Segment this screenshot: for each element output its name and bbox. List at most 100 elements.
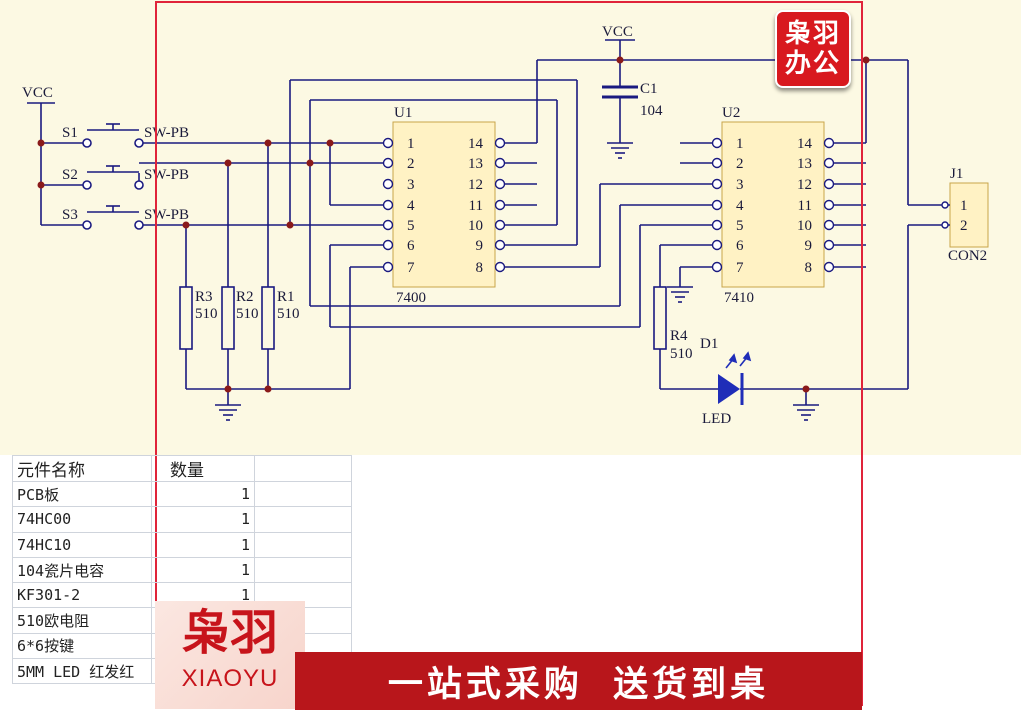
u1-pin-label-left: 4	[407, 198, 415, 214]
r4-ref: R4	[670, 328, 688, 344]
u1-pin-label-right: 8	[476, 260, 484, 276]
u2-pin-label-right: 9	[805, 238, 813, 254]
u1-pin-circle-left	[382, 239, 394, 251]
bom-item-qty: 1	[151, 480, 255, 508]
bom-cell-empty	[254, 455, 352, 482]
junctions	[37, 56, 870, 393]
bom-item-qty: 1	[151, 506, 255, 533]
u2-pin-circle-left	[711, 137, 723, 149]
bom-header-name: 元件名称	[12, 455, 152, 482]
u1-pin-circle-right	[494, 219, 506, 231]
r3-ref: R3	[195, 289, 213, 305]
u1-body	[392, 121, 496, 288]
u2-body	[721, 121, 825, 288]
u2-pin-circle-left	[711, 261, 723, 273]
s3-value: SW-PB	[144, 207, 189, 223]
capacitor-c1	[602, 85, 638, 99]
u2-pin-label-left: 2	[736, 156, 744, 172]
promo-banner: 一站式采购 送货到桌	[295, 652, 862, 710]
bom-cell-empty	[254, 531, 352, 558]
u2-pin-circle-left	[711, 239, 723, 251]
j1-ref: J1	[950, 166, 963, 182]
s2-value: SW-PB	[144, 167, 189, 183]
u1-pin-label-left: 2	[407, 156, 415, 172]
u2-pin-label-left: 4	[736, 198, 744, 214]
u1-pin-circle-left	[382, 137, 394, 149]
r4-value: 510	[670, 346, 693, 362]
u1-pin-label-right: 9	[476, 238, 484, 254]
u2-pin-label-left: 5	[736, 218, 744, 234]
wires	[27, 39, 950, 405]
bom-header-qty: 数量	[151, 455, 255, 482]
u2-part: 7410	[724, 290, 754, 306]
u2-pin-label-right: 8	[805, 260, 813, 276]
u1-pin-circle-left	[382, 199, 394, 211]
u2-pin-label-right: 14	[797, 136, 813, 152]
u1-pin-label-right: 13	[468, 156, 483, 172]
switches	[82, 123, 144, 230]
bom-cell-empty	[254, 556, 352, 584]
bom-item-qty: 1	[151, 556, 255, 584]
vcc-label-left: VCC	[22, 85, 53, 101]
bom-cell-empty	[254, 506, 352, 533]
u2-pin-label-left: 7	[736, 260, 744, 276]
u2-pin-label-left: 1	[736, 136, 744, 152]
u1-pin-circle-right	[494, 239, 506, 251]
s2-ref: S2	[62, 167, 78, 183]
schematic-diagram: VCC VCC S1 SW-PB S2 SW-PB S3 SW-PB R3 51…	[22, 24, 989, 427]
u1-pin-circle-left	[382, 178, 394, 190]
u2-pin-circle-left	[711, 178, 723, 190]
pin-circles	[382, 137, 949, 273]
u1-pin-circle-left	[382, 261, 394, 273]
r1-ref: R1	[277, 289, 295, 305]
u1-pin-label-right: 14	[468, 136, 484, 152]
u1-pin-label-left: 7	[407, 260, 415, 276]
u2-pin-circle-right	[823, 219, 835, 231]
u2-pin-circle-left	[711, 219, 723, 231]
s3-ref: S3	[62, 207, 78, 223]
resistors	[179, 286, 667, 350]
brand-badge-line1: 枭羽	[784, 19, 841, 49]
r1-value: 510	[277, 306, 300, 322]
promo-banner-text: 一站式采购 送货到桌	[387, 664, 770, 705]
u2-ref: U2	[722, 105, 740, 121]
led-value: LED	[702, 411, 731, 427]
j1-pin-1: 1	[960, 198, 968, 214]
u1-ref: U1	[394, 105, 412, 121]
u1-pin-circle-right	[494, 157, 506, 169]
u1-part: 7400	[396, 290, 426, 306]
s1-value: SW-PB	[144, 125, 189, 141]
vcc-label-right: VCC	[602, 24, 633, 40]
u1-pin-circle-right	[494, 199, 506, 211]
u1-pin-label-right: 11	[469, 198, 483, 214]
u2-pin-circle-right	[823, 261, 835, 273]
u2-pin-circle-right	[823, 239, 835, 251]
u1-pin-circle-right	[494, 261, 506, 273]
bom-item-name: PCB板	[12, 480, 152, 508]
c1-ref: C1	[640, 81, 658, 97]
bom-item-name: 510欧电阻	[12, 607, 152, 634]
u2-pin-circle-right	[823, 137, 835, 149]
u2-pin-label-right: 10	[797, 218, 812, 234]
u2-pin-label-left: 3	[736, 177, 744, 193]
brand-badge-line2: 办公	[784, 49, 841, 79]
u1-pin-label-left: 6	[407, 238, 415, 254]
s1-ref: S1	[62, 125, 78, 141]
u2-pin-circle-right	[823, 178, 835, 190]
brand-badge: 枭羽 办公	[775, 10, 851, 88]
bom-item-name: 74HC10	[12, 531, 152, 558]
u2-pin-label-right: 12	[797, 177, 812, 193]
brand-logo-sub: XIAOYU	[181, 665, 279, 692]
u1-pin-label-left: 3	[407, 177, 415, 193]
u1-pin-circle-right	[494, 178, 506, 190]
u2-pin-circle-right	[823, 199, 835, 211]
bom-item-name: 6*6按键	[12, 632, 152, 660]
u1-pin-circle-right	[494, 137, 506, 149]
j1-pin-circle	[941, 221, 949, 229]
u1-pin-label-right: 10	[468, 218, 483, 234]
